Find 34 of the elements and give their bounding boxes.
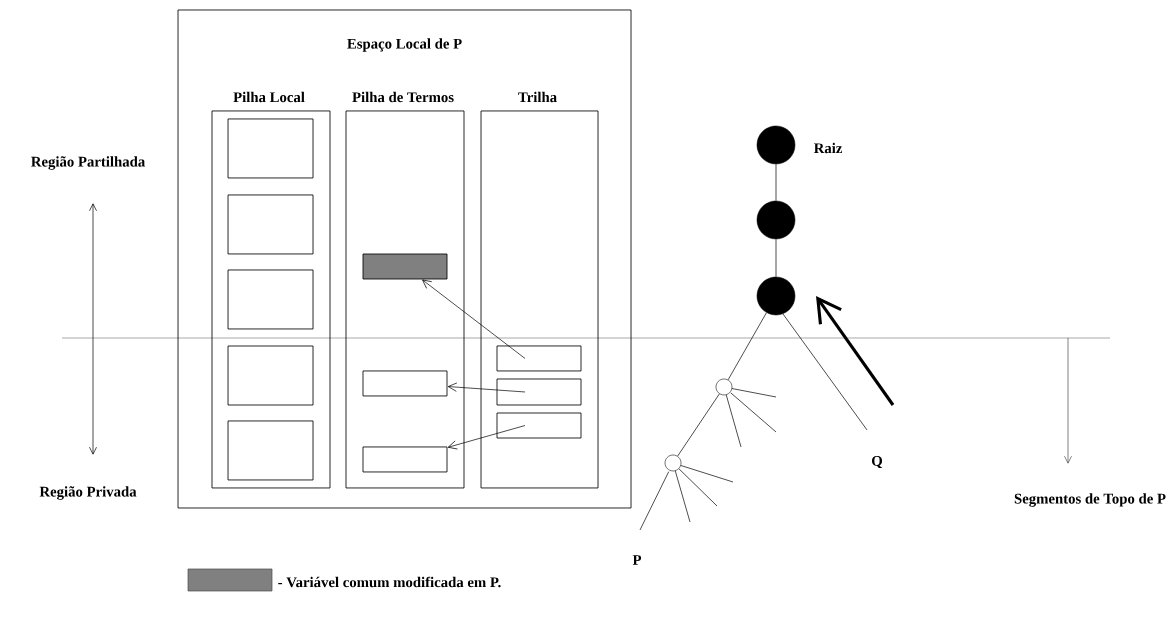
region-label: Região Partilhada [31, 156, 145, 170]
tree-node-circle [756, 200, 796, 240]
panel-title: Espaço Local de P [347, 38, 462, 52]
node-label: Raiz [813, 142, 843, 154]
connector-line [677, 393, 720, 457]
region-label: Região Privada [39, 486, 137, 500]
connector-line [775, 163, 777, 202]
cell-box [227, 118, 314, 179]
process-label: P [632, 555, 642, 565]
arrow [816, 296, 895, 406]
cell-box [227, 269, 314, 330]
arrow [447, 382, 526, 393]
column-heading: Pilha Local [233, 91, 305, 103]
cell-box [362, 446, 448, 473]
connector-line [727, 312, 767, 381]
arrow [447, 425, 526, 450]
cell-box [496, 345, 582, 372]
tree-node-circle [756, 276, 796, 316]
cell-box [227, 345, 314, 406]
process-label: Q [872, 455, 883, 469]
cell-box [362, 370, 448, 397]
shaded-cell [362, 253, 448, 280]
cell-box [496, 378, 582, 406]
column-heading: Trilha [518, 91, 557, 103]
cell-box [227, 420, 314, 481]
column-heading: Pilha de Termos [352, 91, 454, 103]
cell-box [496, 412, 582, 439]
legend-text: - Variável comum modificada em P. [278, 576, 501, 588]
tree-node-circle [715, 378, 733, 396]
cell-box [227, 194, 314, 255]
axis-label: Segmentos de Topo de P [1014, 493, 1166, 507]
connector-line [775, 238, 777, 278]
arrow [422, 279, 526, 359]
tree-node-circle [664, 454, 682, 472]
